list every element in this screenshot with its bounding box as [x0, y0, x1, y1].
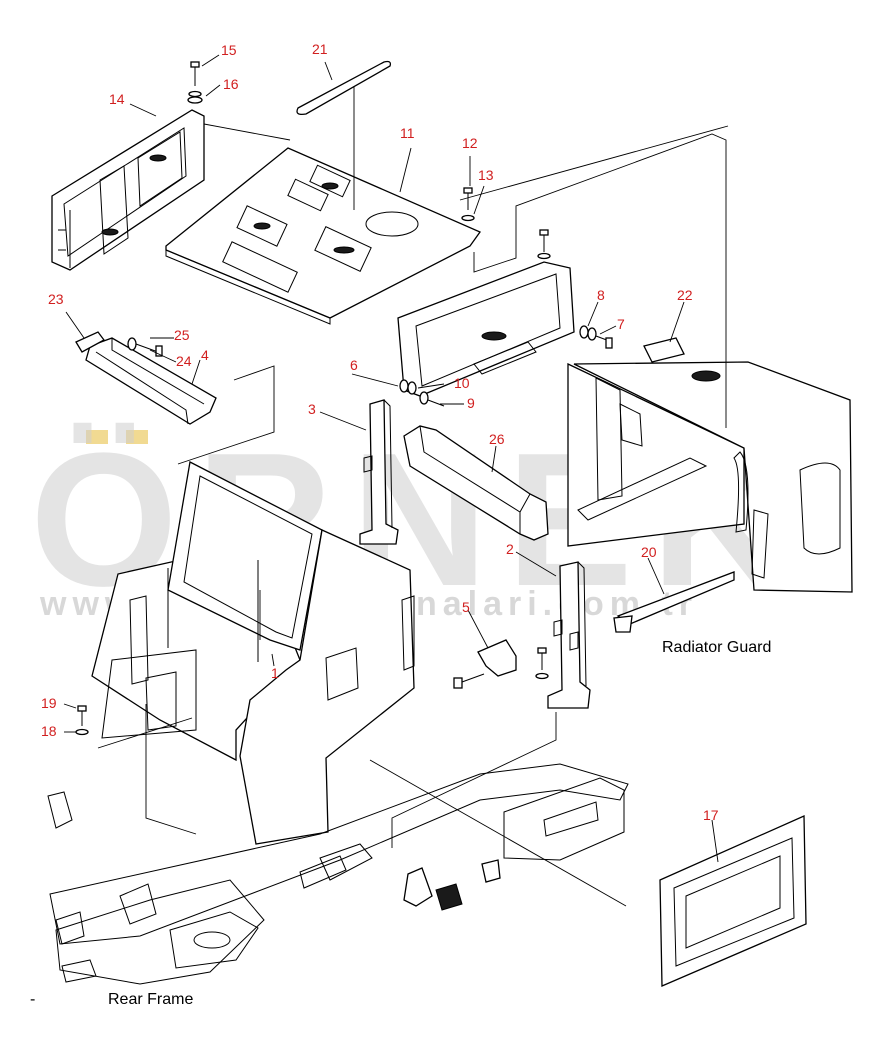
callout-leaders: [63, 54, 719, 863]
bolt-18-19: [75, 705, 89, 736]
assembly-lines: [97, 123, 729, 907]
callout-10: 10: [454, 375, 470, 391]
callout-1: 1: [271, 665, 279, 681]
bolt-7-8: [579, 325, 613, 349]
part-17-plate: [659, 815, 807, 987]
callout-5: 5: [462, 599, 470, 615]
bolt-5-vertical: [535, 647, 549, 680]
part-14-side-panel: [51, 109, 205, 271]
callout-21: 21: [312, 41, 328, 57]
caption-rear-frame: Rear Frame: [108, 991, 193, 1008]
callout-2: 2: [506, 541, 514, 557]
callout-7: 7: [617, 316, 625, 332]
callout-11: 11: [400, 125, 415, 141]
part-21-strip: [296, 60, 392, 116]
part-26-beam: [403, 425, 549, 541]
callout-22: 22: [677, 287, 693, 303]
bolt-12: [461, 187, 475, 222]
captions: Radiator Guard - Rear Frame: [30, 639, 771, 1008]
bolt-6-10: [399, 379, 417, 395]
callout-9: 9: [467, 395, 475, 411]
callout-18: 18: [41, 723, 57, 739]
radiator-guard: [567, 361, 853, 593]
part-20-bar: [613, 571, 735, 633]
front-panel: [397, 261, 575, 397]
part-5-bracket: [453, 639, 517, 689]
callout-14: 14: [109, 91, 125, 107]
callout-20: 20: [641, 544, 657, 560]
callout-19: 19: [41, 695, 57, 711]
callout-4: 4: [201, 347, 209, 363]
callout-15: 15: [221, 42, 237, 58]
callout-3: 3: [308, 401, 316, 417]
caption-radiator-guard: Radiator Guard: [662, 639, 771, 656]
bolt-top-front: [537, 229, 551, 260]
callouts: 15 16 14 21 11 12 13 23 25 24 4 6 10 9 3…: [41, 41, 719, 823]
callout-23: 23: [48, 291, 64, 307]
bolt-9: [419, 391, 445, 407]
part-1-cabinet: [91, 461, 415, 845]
part-2-post: [547, 561, 591, 709]
callout-25: 25: [174, 327, 190, 343]
callout-17: 17: [703, 807, 719, 823]
part-23-plate: [75, 331, 105, 353]
watermark-accent-left: [86, 430, 108, 444]
callout-6: 6: [350, 357, 358, 373]
bolt-15: [187, 61, 203, 104]
watermark-accent-right: [126, 430, 148, 444]
part-11-top-cover: [165, 147, 481, 325]
callout-13: 13: [478, 167, 494, 183]
callout-12: 12: [462, 135, 478, 151]
callout-24: 24: [176, 353, 192, 369]
callout-16: 16: [223, 76, 239, 92]
part-4-bracket: [85, 337, 217, 425]
caption-dash: -: [30, 991, 35, 1008]
callout-26: 26: [489, 431, 505, 447]
bolt-24-25: [127, 337, 163, 357]
part-22-label: [643, 337, 685, 363]
rear-frame: [47, 763, 629, 985]
part-3-post: [359, 399, 399, 545]
callout-8: 8: [597, 287, 605, 303]
